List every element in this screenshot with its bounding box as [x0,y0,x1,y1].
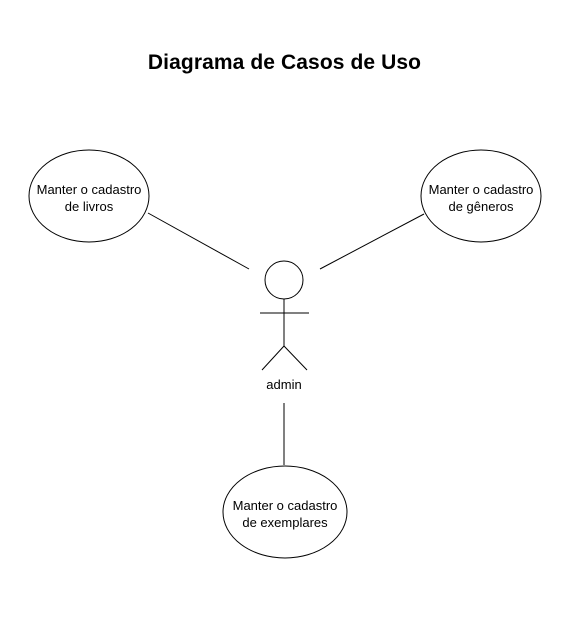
use-case-livros: Manter o cadastro de livros [28,149,150,243]
use-case-ellipse [420,149,542,243]
use-case-label: Manter o cadastro [233,498,338,513]
use-case-exemplares: Manter o cadastro de exemplares [222,465,348,559]
use-case-ellipse [28,149,150,243]
association-livros [147,212,250,270]
actor-admin: admin [260,260,309,392]
use-case-generos: Manter o cadastro de gêneros [420,149,542,243]
actor-head [264,260,304,300]
use-case-label: de livros [65,199,114,214]
actor-right-leg [283,345,308,371]
use-case-label: de gêneros [448,199,514,214]
diagram-title: Diagrama de Casos de Uso [147,51,422,74]
use-case-label: Manter o cadastro [429,182,534,197]
use-case-ellipse [222,465,348,559]
actor-left-leg [261,345,285,371]
association-generos [319,213,425,270]
use-case-label: Manter o cadastro [37,182,142,197]
use-case-label: de exemplares [242,515,328,530]
actor-label: admin [266,377,301,392]
